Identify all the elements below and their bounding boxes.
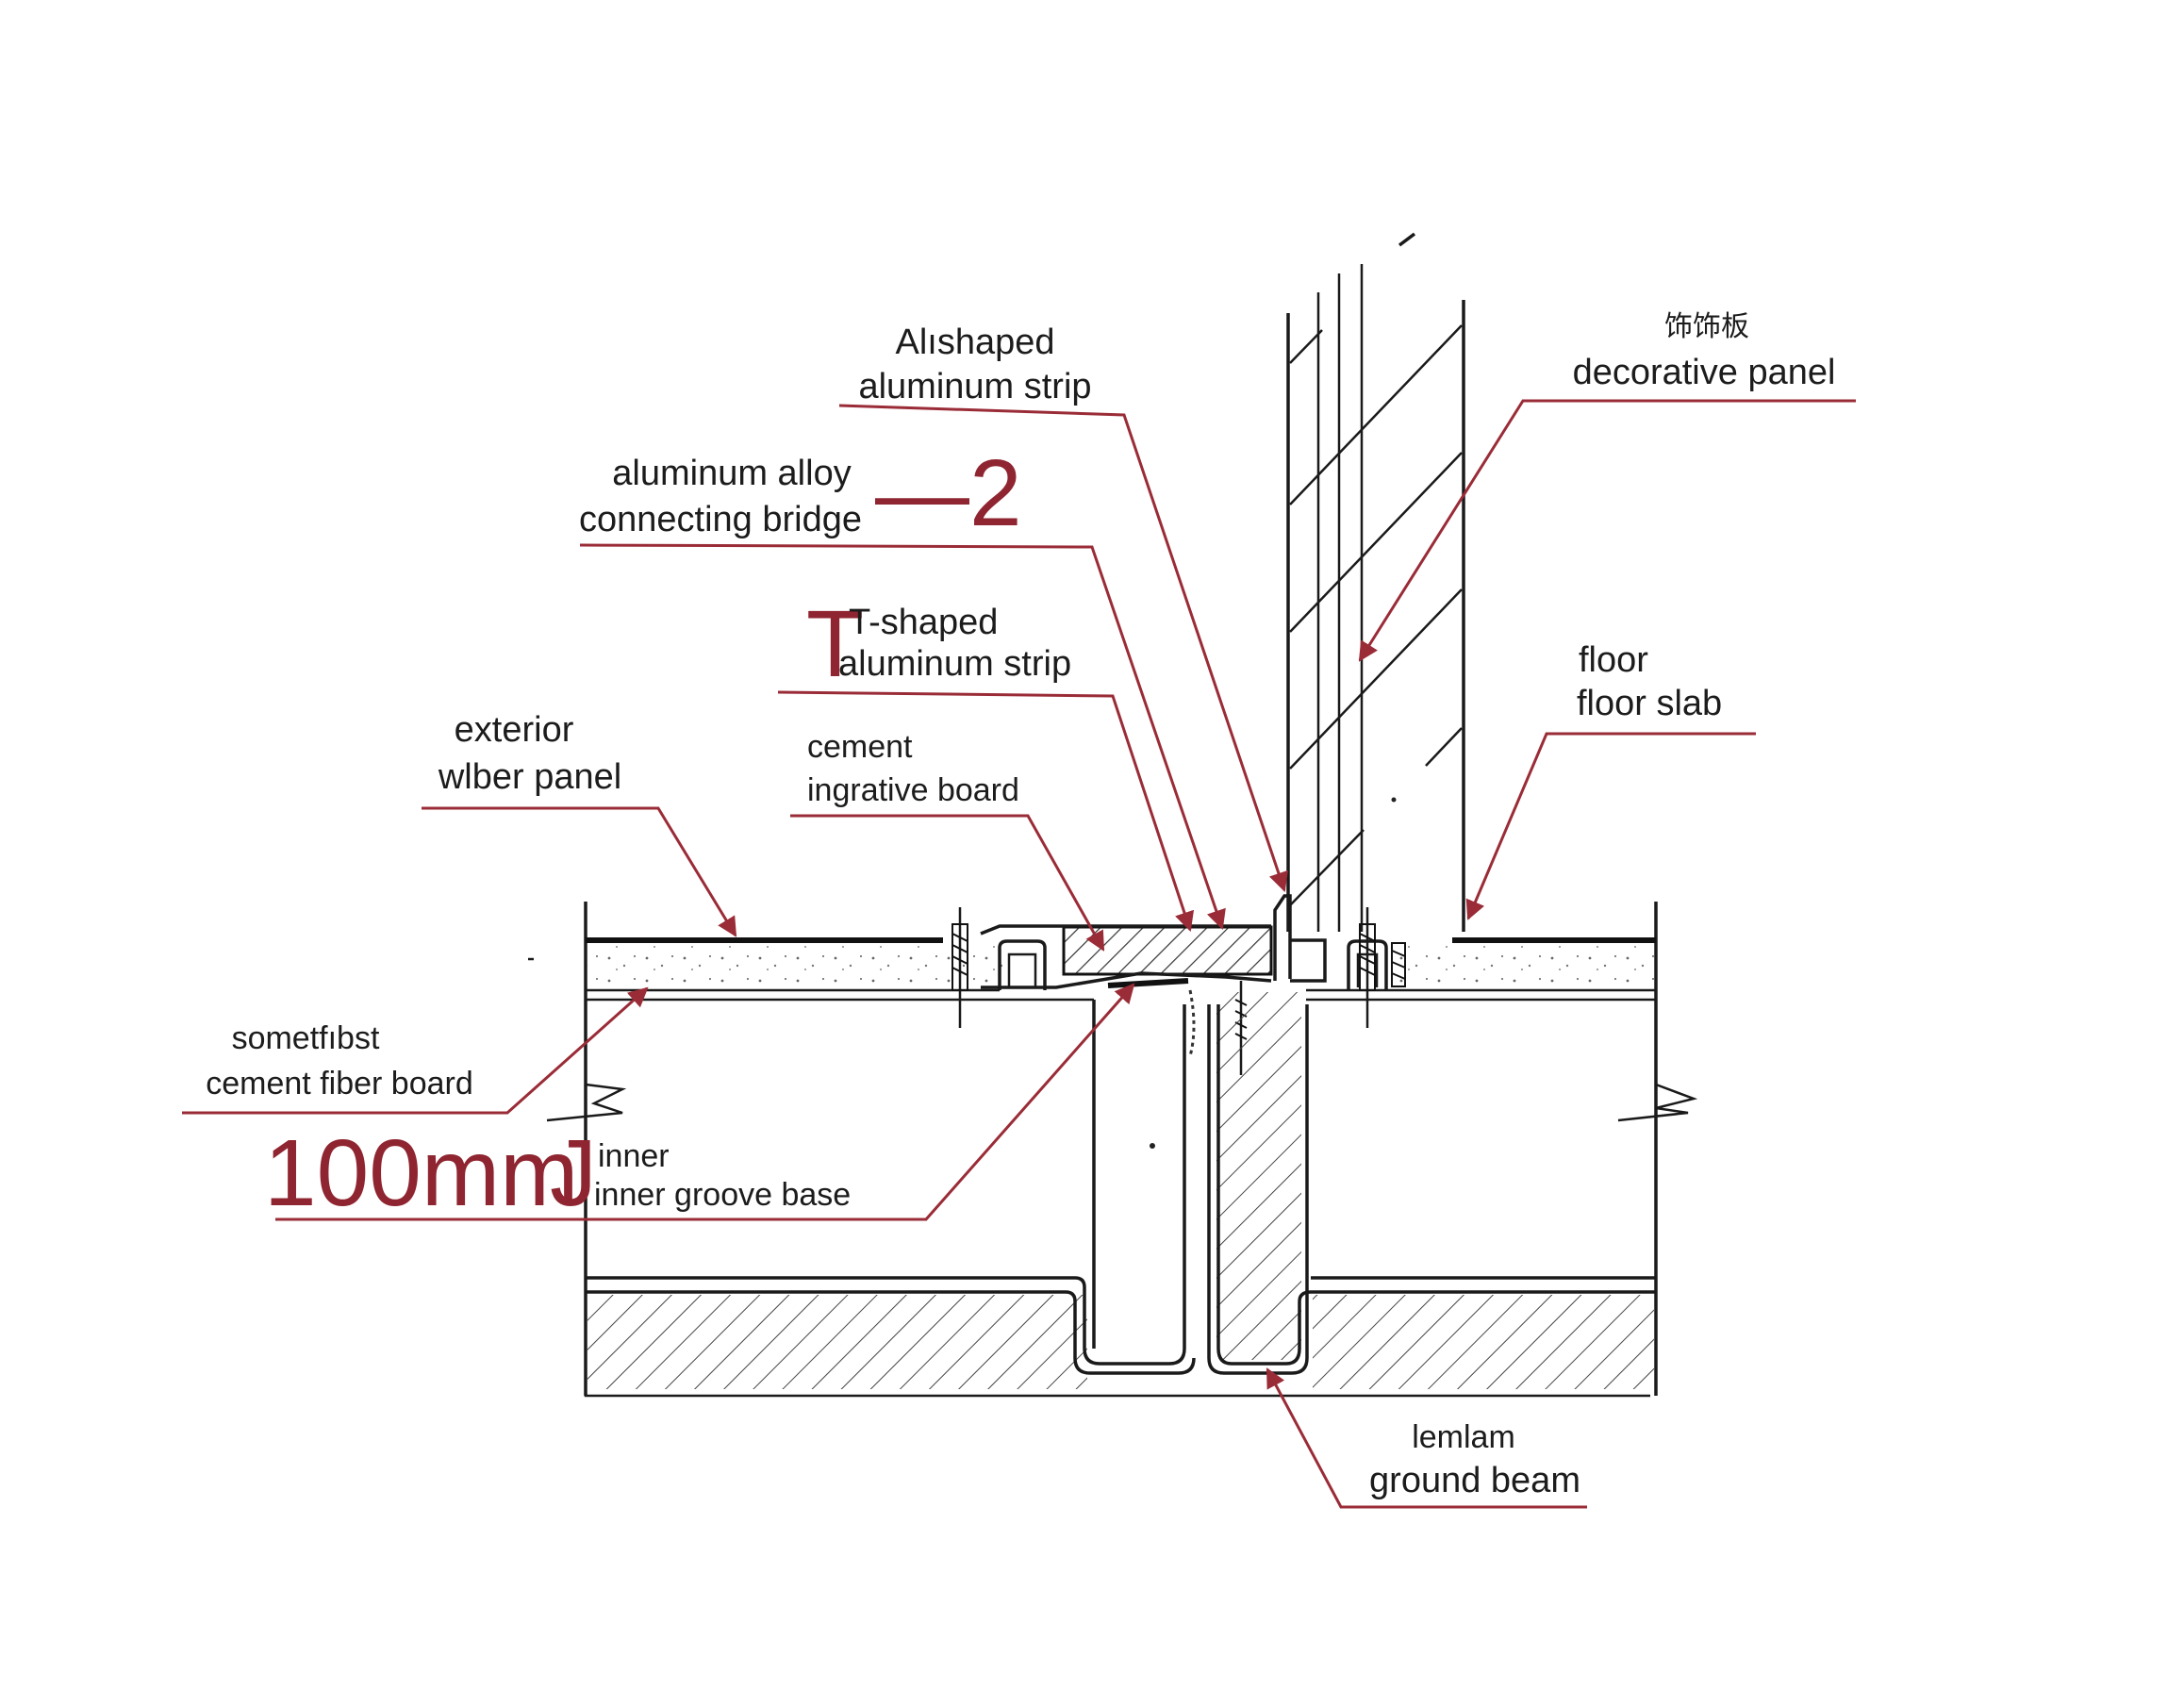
ground-beam bbox=[584, 992, 1656, 1398]
decorative-panel-wall bbox=[1286, 232, 1465, 934]
label-line: 饰饰板 bbox=[1664, 310, 1749, 343]
label-line: decorative panel bbox=[1573, 353, 1836, 392]
label-t-shaped-strip: T T-shaped aluminum strip bbox=[806, 591, 1071, 697]
label-line: inner groove base bbox=[594, 1177, 851, 1213]
label-decorative-panel: 饰饰板 decorative panel bbox=[1573, 310, 1836, 392]
break-line-right bbox=[1617, 1083, 1698, 1122]
label-connecting-bridge: aluminum alloy connecting bridge —2 bbox=[579, 440, 1022, 546]
label-line: aluminum strip bbox=[838, 644, 1071, 684]
label-insulation-board: cement ingrative board bbox=[807, 729, 1019, 808]
label-line: ingrative board bbox=[807, 772, 1019, 808]
leader-lines bbox=[182, 399, 1856, 1509]
label-line: cement fiber board bbox=[206, 1066, 473, 1101]
bridge-number-callout: —2 bbox=[875, 440, 1022, 546]
label-floor-slab: floor floor slab bbox=[1577, 640, 1722, 723]
label-line: wlber panel bbox=[438, 757, 621, 797]
label-groove-base: 100mm J inner inner groove base bbox=[264, 1120, 851, 1226]
label-line: sometfıbst bbox=[232, 1020, 380, 1056]
label-line: inner bbox=[598, 1138, 670, 1174]
label-line: T-shaped bbox=[849, 603, 998, 642]
label-line: lemlam bbox=[1412, 1419, 1515, 1455]
label-line: aluminum alloy bbox=[612, 454, 851, 493]
label-line: floor bbox=[1579, 640, 1648, 680]
dimension-100mm: 100mm bbox=[264, 1120, 578, 1226]
screw-far-right bbox=[1391, 942, 1406, 987]
screw-left bbox=[951, 907, 968, 1028]
label-line: ground beam bbox=[1369, 1461, 1580, 1500]
label-line: cement bbox=[807, 729, 913, 765]
label-line: Alıshaped bbox=[895, 323, 1054, 362]
screw-right bbox=[1359, 907, 1376, 1028]
break-line-left bbox=[546, 1083, 627, 1122]
dimension-mark: J bbox=[550, 1120, 597, 1226]
floor-panel-band bbox=[584, 902, 1658, 1396]
label-line: connecting bridge bbox=[579, 500, 862, 539]
label-cement-fiber-board: sometfıbst cement fiber board bbox=[206, 1020, 473, 1101]
label-l-shaped-strip: Alıshaped aluminum strip bbox=[858, 323, 1091, 406]
label-exterior-panel: exterior wlber panel bbox=[438, 710, 621, 797]
label-line: aluminum strip bbox=[858, 367, 1091, 406]
label-line: floor slab bbox=[1577, 684, 1722, 723]
t-mark: T bbox=[806, 591, 864, 697]
label-ground-beam: lemlam ground beam bbox=[1369, 1419, 1580, 1500]
label-line: exterior bbox=[455, 710, 574, 750]
